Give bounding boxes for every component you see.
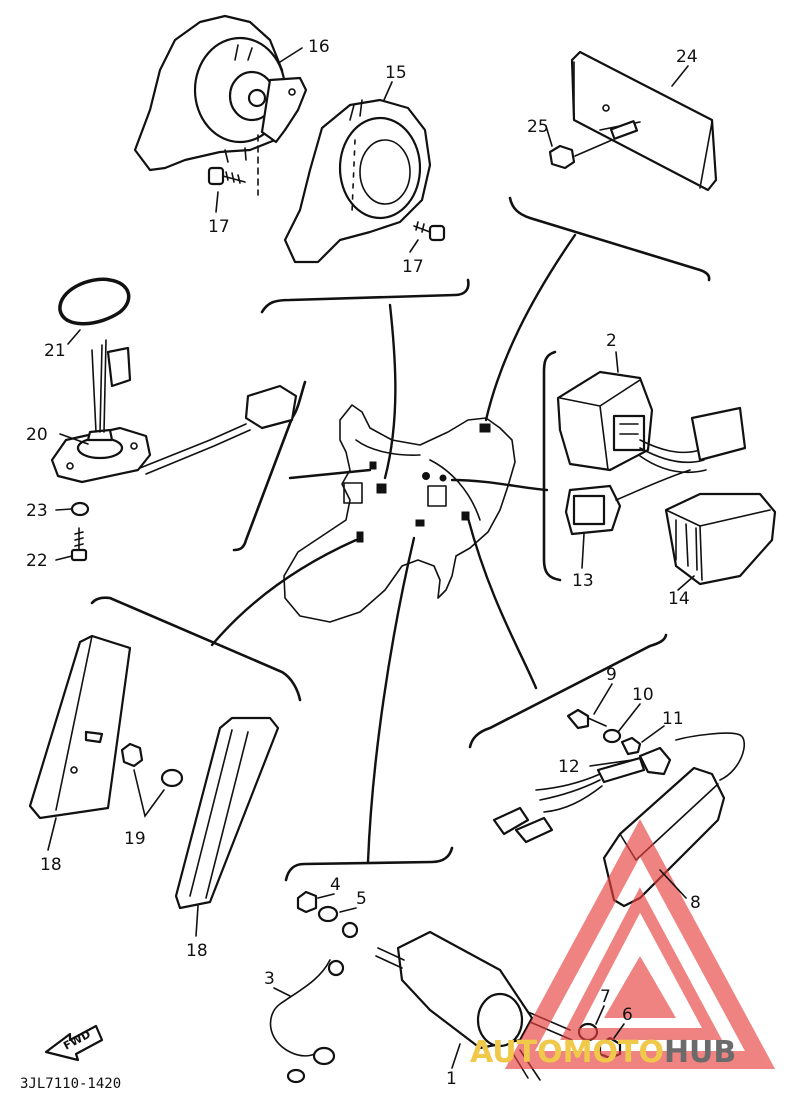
callout-20: 20 [26,425,48,445]
callout-7: 7 [600,987,611,1007]
callout-9: 9 [606,665,617,685]
starter-relay-1 [375,930,573,1081]
reflector-18-left [28,634,132,820]
callout-4: 4 [330,875,341,895]
washer-5 [317,905,339,923]
horn-16 [133,14,308,172]
reflector-24 [570,50,718,192]
callout-12: 12 [558,757,580,777]
nut-25 [548,120,641,170]
callout-1: 1 [446,1069,457,1089]
group-brackets [90,196,711,882]
callout-23: 23 [26,501,48,521]
callout-11: 11 [662,709,684,729]
reflector-18-right [174,716,280,910]
callout-25: 25 [527,117,549,137]
nut-19 [120,742,184,818]
connector-13 [564,469,691,536]
callout-24: 24 [676,47,698,67]
nut-4 [296,890,318,914]
screw-17-left [207,134,259,196]
svg-text:AUTOMOTOHUB: AUTOMOTOHUB [470,1035,736,1070]
reference-code: 3JL7110-1420 [20,1076,121,1092]
clamp-12 [492,746,672,844]
callout-3: 3 [264,969,275,989]
terminal-5b [341,921,359,939]
callout-labels: 16 15 24 25 17 17 21 2 20 23 22 13 14 9 … [26,37,701,1089]
callout-2: 2 [606,331,617,351]
callout-8: 8 [690,893,701,913]
lead-3 [269,959,345,1084]
callout-13: 13 [572,571,594,591]
callout-18-right: 18 [186,941,208,961]
motorcycle-outline [283,404,516,623]
callout-ticks [47,47,695,1069]
relay-2 [556,370,747,474]
fuel-sender-20 [50,339,298,484]
callout-15: 15 [385,63,407,83]
leader-lines [210,233,577,864]
screw-22 [70,527,88,562]
callout-22: 22 [26,551,48,571]
forward-arrow-icon: FWD [44,1024,104,1062]
callout-14: 14 [668,589,690,609]
watermark-text-prefix: AUTOMOTO [470,1035,664,1070]
callout-10: 10 [632,685,654,705]
washer-10 [602,728,622,744]
callout-17-right: 17 [402,257,424,277]
callout-18-left: 18 [40,855,62,875]
connector-14 [664,492,777,586]
watermark-logo [504,819,776,1069]
screw-17-right [413,221,446,242]
horn-15 [283,98,432,264]
callout-6: 6 [622,1005,633,1025]
gasket-21 [58,277,131,326]
callout-19: 19 [124,829,146,849]
watermark-text-suffix: HUB [664,1035,736,1070]
callout-21: 21 [44,341,66,361]
nut-11 [620,736,642,756]
callout-16: 16 [308,37,330,57]
bolt-9 [566,708,607,730]
callout-5: 5 [356,889,367,909]
callout-17-left: 17 [208,217,230,237]
washer-23 [70,501,90,517]
